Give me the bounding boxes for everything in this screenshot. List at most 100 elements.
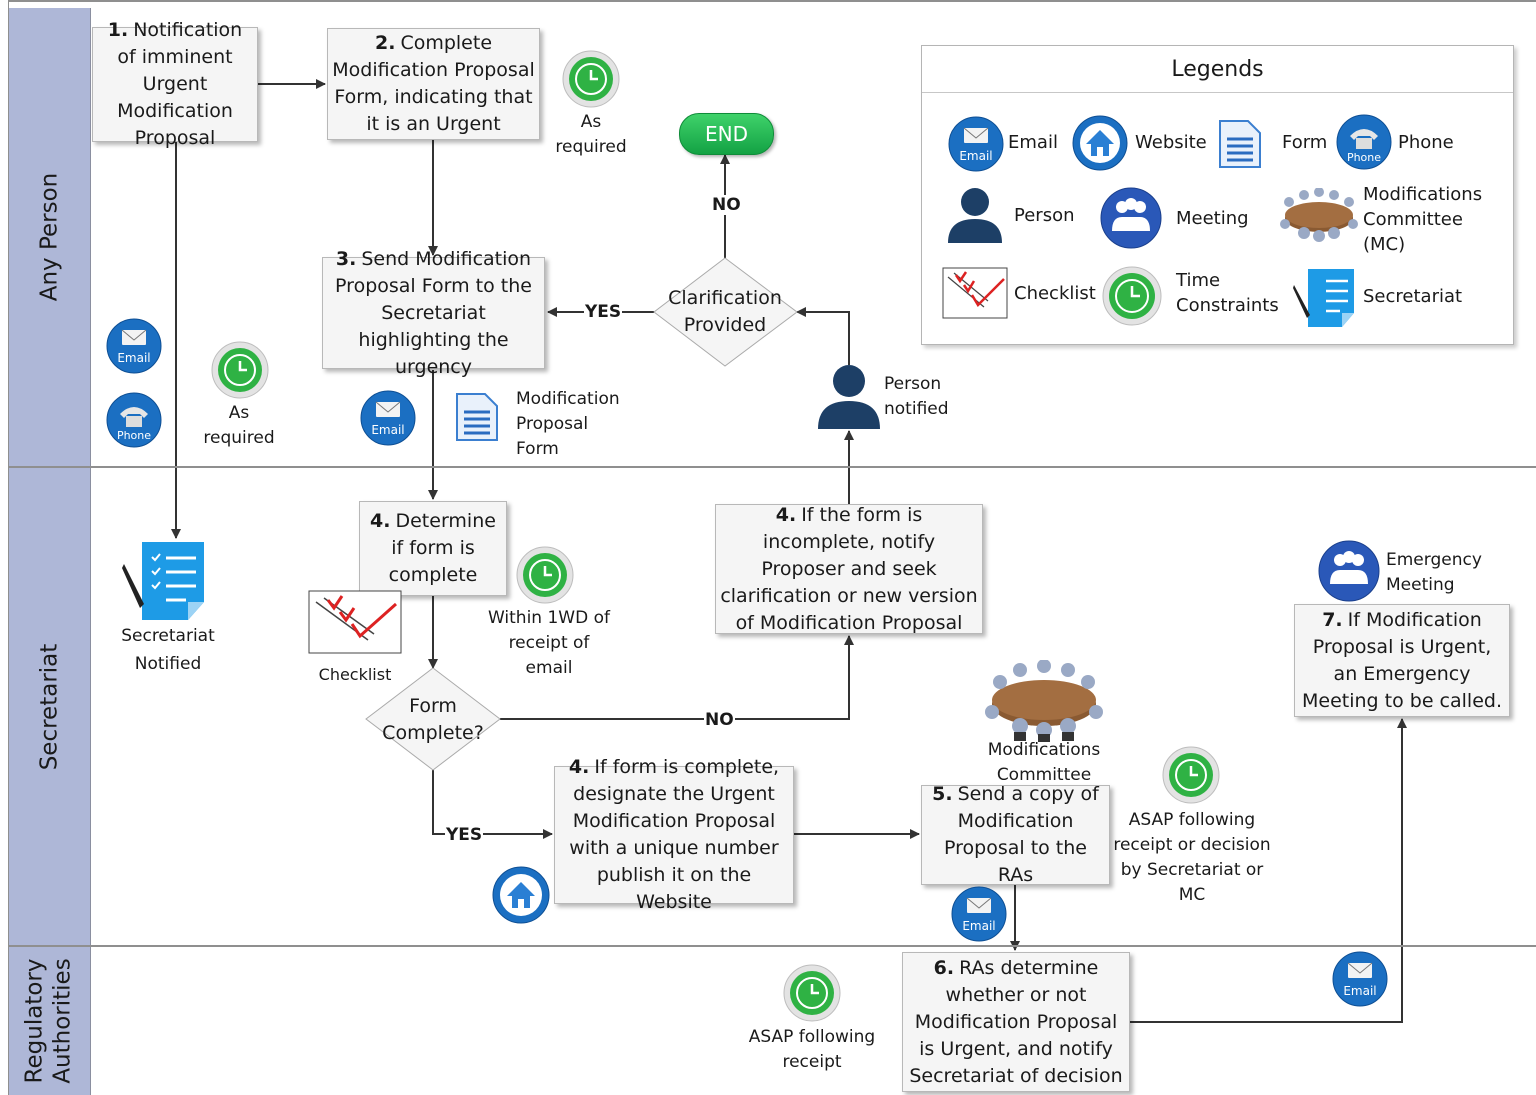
- caption-asap-decision: ASAP following receipt or decision by Se…: [1113, 810, 1271, 905]
- legend-label-secretariat: Secretariat: [1363, 286, 1463, 307]
- step-6-box: 6.RAs determine whether or not Modificat…: [902, 952, 1130, 1092]
- caption-modification-proposal-form: Modification Proposal Form: [516, 389, 620, 459]
- email-icon: Email: [106, 318, 162, 374]
- legend-label-email: Email: [1008, 132, 1058, 153]
- time-constraint-icon: [211, 341, 269, 399]
- step-3-box: 3.Send Modification Proposal Form to the…: [322, 248, 545, 378]
- step-text: Send Modification Proposal Form to the S…: [335, 247, 532, 378]
- end-terminator: END: [679, 113, 774, 155]
- step-number: 7.: [1322, 608, 1343, 631]
- label-yes-clarification: YES: [584, 302, 623, 322]
- step-number: 4.: [568, 756, 590, 778]
- step-4b-box: 4.If the form is incomplete, notify Prop…: [715, 504, 983, 634]
- decision-form-complete-shape: [365, 667, 501, 771]
- lane-label-regulatory-authorities: Regulatory Authorities: [22, 958, 77, 1084]
- decision-clarification-label: Clarification Provided: [668, 287, 782, 336]
- step-number: 4.: [370, 510, 391, 532]
- secretariat-icon: [1293, 269, 1354, 327]
- email-icon-text: Email: [371, 423, 404, 437]
- caption-checklist: Checklist: [318, 665, 392, 684]
- email-icon: Email: [948, 116, 1004, 172]
- step-4a-box: 4.Determine if form is complete: [359, 501, 507, 596]
- caption-modifications-committee: Modifications Committee: [987, 740, 1101, 785]
- website-icon: [492, 866, 550, 924]
- step-2-box: 2.Complete Modification Proposal Form, i…: [327, 28, 540, 140]
- step-number: 6.: [933, 956, 955, 979]
- legend-label-checklist: Checklist: [1014, 283, 1096, 304]
- lane-label-any-person: Any Person: [36, 172, 62, 302]
- lane-any-person: Any Person: [8, 8, 91, 466]
- label-no-clarification: NO: [711, 195, 742, 215]
- meeting-icon: [1318, 540, 1380, 602]
- email-icon-text: Email: [959, 149, 992, 163]
- caption-as-required-top: As required: [555, 112, 627, 157]
- legend-label-committee: Modifications Committee (MC): [1363, 184, 1483, 255]
- secretariat-icon: [122, 542, 204, 620]
- person-icon: [948, 188, 1002, 243]
- step-text: Determine if form is complete: [388, 510, 496, 586]
- step-number: 5.: [932, 783, 953, 805]
- checklist-icon: [942, 267, 1008, 319]
- email-icon: Email: [360, 390, 416, 446]
- step-number: 4.: [775, 503, 797, 526]
- arrow-form-yes: [432, 770, 553, 839]
- legend-label-person: Person: [1014, 205, 1075, 226]
- decision-form-complete-label: Form Complete?: [382, 695, 484, 744]
- lane-label-secretariat: Secretariat: [36, 643, 63, 770]
- person-icon: [818, 365, 880, 429]
- label-no-form: NO: [704, 710, 735, 730]
- email-icon-text: Email: [962, 919, 995, 933]
- caption-secretariat-notified: Secretariat Notified: [121, 626, 215, 674]
- caption-as-required-left: As required: [203, 403, 275, 448]
- step-number: 3.: [335, 247, 357, 270]
- label-yes-form: YES: [445, 825, 484, 845]
- time-constraint-icon: [1102, 266, 1162, 326]
- legend-label-meeting: Meeting: [1176, 208, 1249, 229]
- step-number: 1.: [107, 19, 129, 41]
- phone-icon: Phone: [1336, 114, 1392, 170]
- arrow-form-no: [500, 635, 854, 720]
- checklist-icon: [308, 590, 402, 654]
- step-text: Notification of imminent Urgent Modifica…: [117, 19, 243, 149]
- legend-label-website: Website: [1135, 132, 1207, 153]
- caption-within-1wd: Within 1WD of receipt of email: [487, 608, 610, 678]
- time-constraint-icon: [783, 964, 841, 1022]
- step-text: Complete Modification Proposal Form, ind…: [332, 32, 535, 135]
- website-icon: [1072, 115, 1128, 171]
- step-number: 2.: [374, 32, 396, 54]
- caption-person-notified: Person notified: [884, 374, 949, 419]
- phone-icon-text: Phone: [117, 429, 151, 442]
- legend-label-time-constraints: Time Constraints: [1176, 270, 1279, 316]
- arrow-6-to-7: [1130, 718, 1407, 1023]
- step-7-box: 7.If Modification Proposal is Urgent, an…: [1294, 604, 1510, 717]
- email-icon: Email: [1332, 951, 1388, 1007]
- email-icon-text: Email: [117, 351, 150, 365]
- form-icon: [1219, 120, 1261, 168]
- lane-secretariat: Secretariat: [8, 468, 91, 945]
- caption-emergency-meeting: Emergency Meeting: [1386, 550, 1482, 595]
- time-constraint-icon: [516, 546, 574, 604]
- lane-divider-2: [8, 945, 1536, 947]
- committee-icon: [1280, 188, 1358, 242]
- legend-title: Legends: [922, 46, 1513, 93]
- step-4c-box: 4.If form is complete, designate the Urg…: [554, 756, 794, 913]
- legend-panel: Legends Email Email Website Form Phone P…: [921, 45, 1514, 345]
- email-icon: Email: [951, 886, 1007, 942]
- legend-label-phone: Phone: [1398, 132, 1454, 153]
- committee-icon: [985, 660, 1103, 742]
- form-icon: [456, 393, 498, 441]
- meeting-icon: [1100, 187, 1162, 249]
- lane-regulatory-authorities: Regulatory Authorities: [8, 947, 91, 1095]
- time-constraint-icon: [562, 50, 620, 108]
- step-text: RAs determine whether or not Modificatio…: [909, 956, 1123, 1087]
- arrow-person-to-clarification: [796, 307, 850, 365]
- caption-asap-receipt: ASAP following receipt: [748, 1027, 876, 1072]
- step-text: If Modification Proposal is Urgent, an E…: [1302, 608, 1502, 712]
- lane-divider-1: [8, 466, 1536, 468]
- lane-left-border: [8, 0, 9, 1095]
- step-text: Send a copy of Modification Proposal to …: [944, 783, 1099, 886]
- step-5-box: 5.Send a copy of Modification Proposal t…: [921, 783, 1110, 886]
- step-text: If form is complete, designate the Urgen…: [569, 756, 780, 913]
- email-icon-text: Email: [1343, 984, 1376, 998]
